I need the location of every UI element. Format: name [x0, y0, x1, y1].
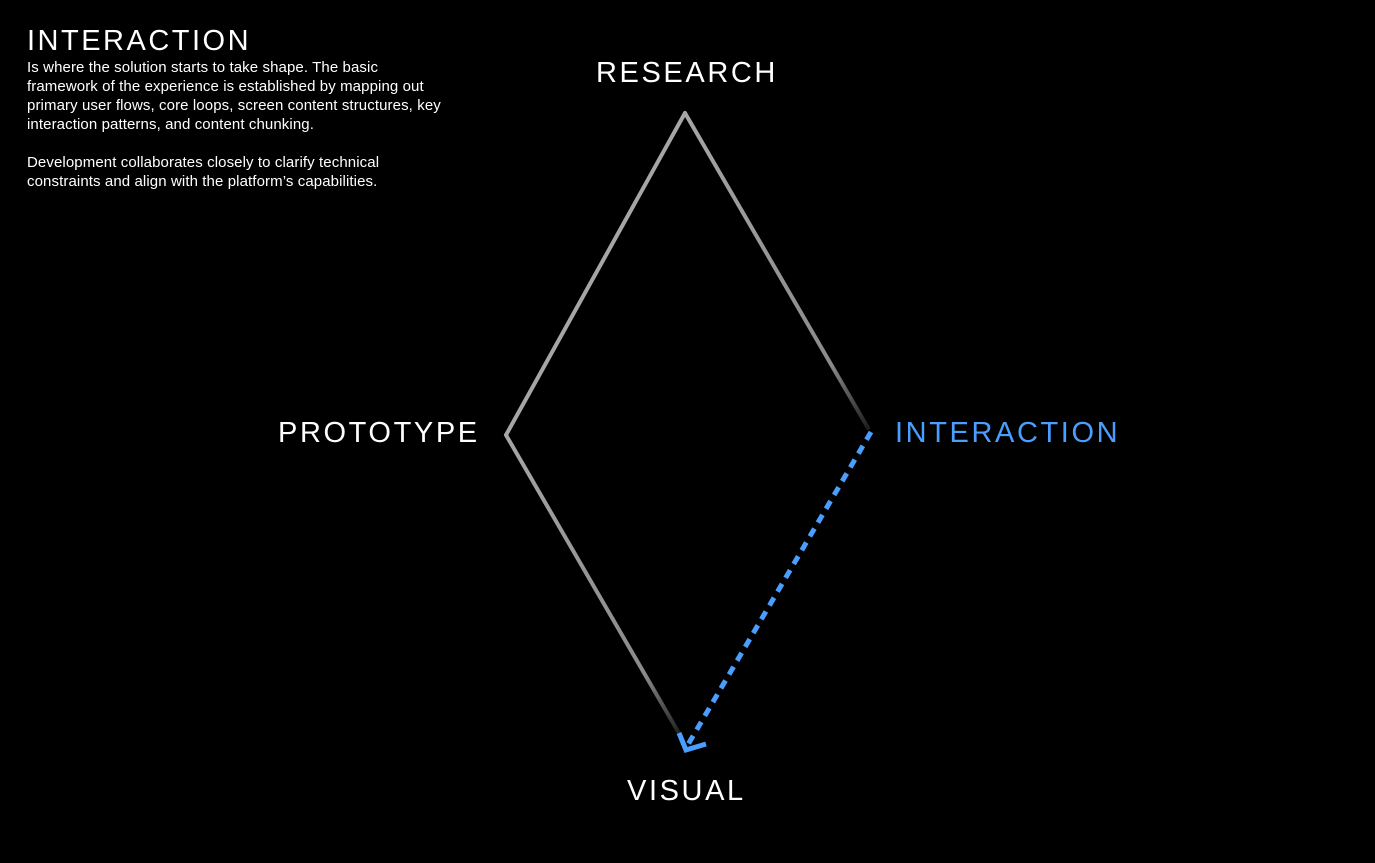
active-path-interaction-to-visual: [683, 430, 874, 750]
node-prototype[interactable]: PROTOTYPE: [278, 417, 480, 449]
info-panel: INTERACTION Is where the solution starts…: [27, 24, 447, 191]
arrowhead-icon: [676, 732, 707, 754]
info-paragraph-2: Development collaborates closely to clar…: [27, 154, 380, 190]
node-interaction[interactable]: INTERACTION: [895, 417, 1121, 449]
info-title: INTERACTION: [27, 25, 252, 57]
edge-research-prototype: [504, 111, 687, 437]
info-paragraph-1: Is where the solution starts to take sha…: [27, 59, 441, 133]
edge-prototype-visual: [504, 433, 682, 737]
node-visual[interactable]: VISUAL: [627, 775, 746, 807]
edge-research-interaction: [683, 111, 870, 430]
node-research[interactable]: RESEARCH: [596, 57, 778, 89]
